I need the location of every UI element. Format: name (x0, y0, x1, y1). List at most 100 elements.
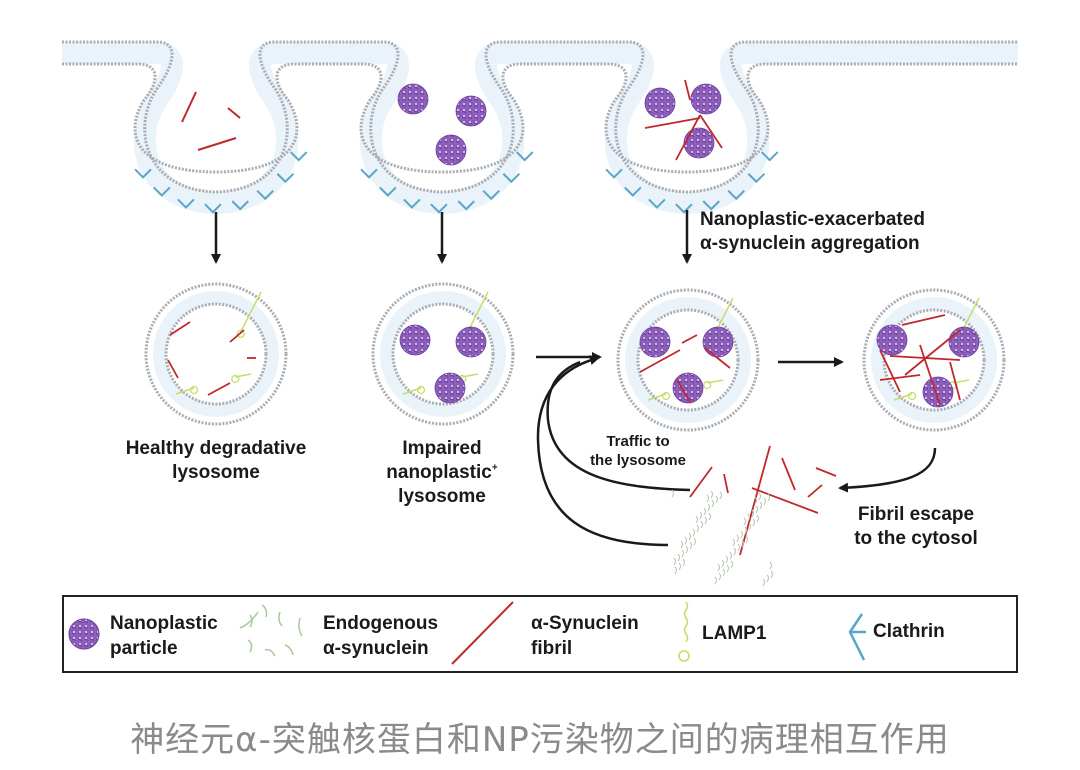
clathrin-unit (204, 203, 222, 214)
endogenous-synuclein (733, 547, 737, 556)
nanoplastic-particle (948, 326, 980, 358)
lysosome-outer-leaflet (371, 282, 515, 426)
endogenous-synuclein (689, 541, 693, 550)
fibril (949, 361, 961, 401)
aggregation-label: Nanoplastic-exacerbated α-synuclein aggr… (700, 208, 925, 256)
clathrin-unit (502, 173, 521, 184)
endogenous-synuclein (745, 535, 749, 544)
lysosome-outer-leaflet (862, 288, 1006, 432)
lamp1 (240, 291, 262, 333)
endogenous-synuclein (699, 511, 703, 520)
endogenous-synuclein (717, 563, 721, 572)
nanoplastic-particle (455, 326, 487, 358)
endogenous-synuclein-icon (239, 604, 303, 657)
clathrin-coat (360, 151, 534, 214)
nanoplastic-particle (876, 324, 908, 356)
endogenous-synuclein (743, 517, 747, 526)
endogenous-synuclein (736, 534, 740, 543)
fibril (207, 382, 231, 396)
lysosome-inner-leaflet (164, 302, 268, 406)
impaired-label-line1: Impaired (402, 438, 482, 459)
traffic-label: Traffic to the lysosome (568, 433, 708, 471)
endogenous-synuclein (707, 503, 711, 512)
fibril (684, 79, 691, 101)
endogenous-synuclein (696, 524, 700, 533)
lamp1-head (236, 329, 245, 339)
endogenous-synuclein (706, 494, 710, 503)
lysosome-outer-leaflet (616, 288, 760, 432)
legend-item-clathrin: Clathrin (873, 620, 945, 645)
legend-icons (68, 601, 866, 665)
fibril (229, 329, 245, 343)
endogenous-synuclein (751, 509, 755, 518)
lamp1-head (907, 391, 917, 401)
fibril (181, 91, 197, 123)
lamp1-icon (678, 601, 690, 662)
escaped-fibril (739, 445, 771, 556)
aggregation-label-line1: Nanoplastic-exacerbated (700, 209, 925, 230)
arrow-traffic-endogenous (536, 355, 669, 547)
impaired-label-line3: lysosome (398, 485, 486, 507)
endogenous-synuclein (700, 520, 704, 529)
nanoplastic-particle (683, 127, 715, 159)
arrow-traffic-fibril (546, 360, 691, 492)
lysosome-2 (371, 282, 515, 426)
endogenous-synuclein (740, 530, 744, 539)
nanoplastic-particle (672, 372, 704, 404)
endogenous-synuclein (719, 491, 723, 500)
legend-item-fibril: α-Synuclein fibril (531, 612, 639, 661)
endogenous-synuclein (752, 518, 756, 527)
fibril (675, 114, 701, 161)
endogenous-synuclein (680, 540, 684, 549)
nanoplastic-particle (922, 376, 954, 408)
endogenous-synuclein (710, 490, 714, 499)
clathrin-unit (482, 189, 500, 201)
fibril (879, 349, 901, 393)
endogenous-synuclein (685, 545, 689, 554)
traffic-label-line2: the lysosome (590, 451, 686, 469)
clathrin-unit (675, 203, 693, 214)
endogenous-synuclein (729, 551, 733, 560)
lamp1 (467, 291, 489, 333)
endogenous-synuclein (763, 497, 767, 506)
clathrin-unit (760, 151, 779, 162)
nanoplastic-particle (690, 83, 722, 115)
endogenous-synuclein (755, 505, 759, 514)
clathrin-unit (605, 168, 623, 179)
fibril (904, 329, 961, 376)
nanoplastic-particle (435, 134, 467, 166)
fibril (227, 107, 241, 119)
clathrin-unit (231, 200, 249, 211)
endogenous-synuclein (770, 570, 774, 579)
healthy-label-line2: lysosome (172, 461, 260, 483)
lysosome-3 (616, 288, 760, 432)
legend-label: α-synuclein (323, 637, 429, 659)
figure-caption: 神经元α-突触核蛋白和NP污染物之间的病理相互作用 (130, 720, 950, 760)
endogenous-synuclein (688, 532, 692, 541)
endogenous-synuclein (692, 528, 696, 537)
cytosolic-fibrils (671, 445, 837, 587)
endogenous-synuclein (671, 489, 675, 498)
endogenous-synuclein (748, 522, 752, 531)
endogenous-synuclein (722, 568, 726, 577)
legend-label: particle (110, 637, 178, 659)
healthy-label-line1: Healthy degradative (125, 438, 307, 459)
clathrin-unit (256, 189, 274, 201)
endogenous-synuclein (684, 536, 688, 545)
impaired-label-line2: nanoplastic+ (352, 461, 532, 485)
nanoplastic-particle-icon (68, 618, 100, 650)
lamp1-head (703, 380, 712, 390)
clathrin-unit (515, 151, 534, 162)
clathrin-unit (177, 198, 195, 209)
clathrin-coat (605, 151, 779, 214)
endogenous-synuclein (737, 543, 741, 552)
endogenous-synuclein (756, 514, 760, 523)
escape-label-line2: to the cytosol (854, 527, 978, 549)
fibril (919, 344, 941, 406)
legend-label: Clathrin (873, 621, 945, 642)
escaped-fibril (751, 487, 819, 514)
impaired-label-sup: + (491, 462, 498, 474)
lamp1-head (189, 385, 199, 395)
clathrin-unit (379, 186, 397, 197)
plasma-membrane (62, 40, 1018, 215)
